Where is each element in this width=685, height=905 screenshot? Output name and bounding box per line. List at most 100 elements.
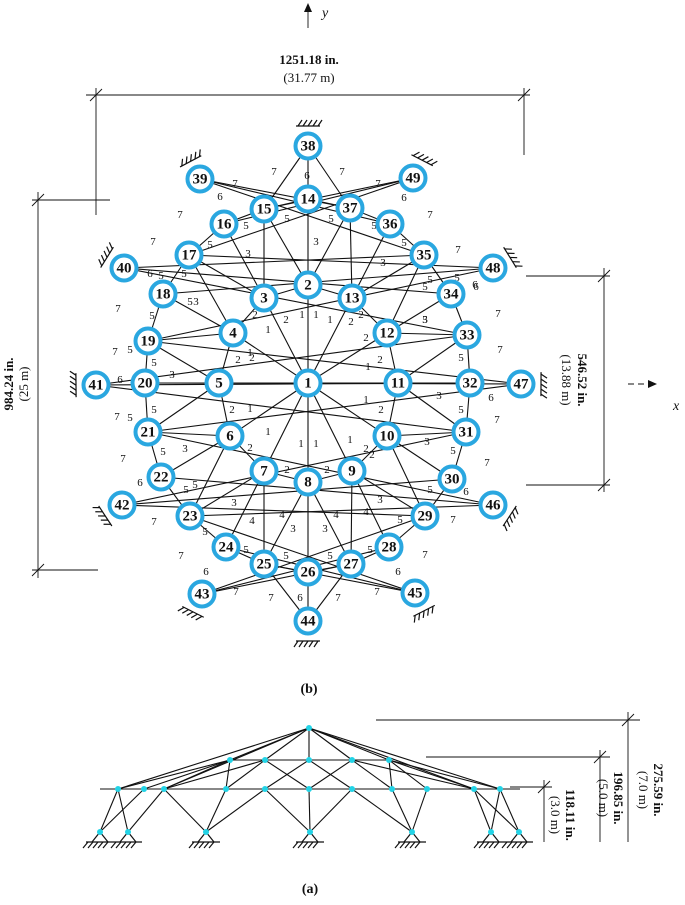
node-label: 8 (304, 475, 312, 491)
elevation-member (388, 759, 501, 790)
node-ring (218, 318, 248, 348)
node-ring (174, 240, 204, 270)
member-group-label: 7 (339, 166, 345, 178)
member-group-label: 1 (298, 438, 304, 450)
node-ring (375, 209, 405, 239)
member-group-label: 3 (377, 494, 383, 506)
member-group-label: 5 (458, 352, 464, 364)
node-label: 44 (301, 614, 317, 630)
plan-member (263, 177, 414, 210)
node-ring (133, 417, 163, 447)
member-group-label: 2 (283, 314, 289, 326)
node-ring (249, 549, 279, 579)
plan-member (189, 504, 494, 517)
member-group-label: 5 (458, 404, 464, 416)
plan-node: 29 (410, 501, 440, 531)
plan-node: 41 (81, 370, 111, 400)
support-symbol (92, 505, 113, 527)
member-group-label: 2 (324, 464, 330, 476)
node-ring (398, 163, 428, 193)
node-label: 49 (406, 171, 421, 187)
elevation-member (143, 759, 231, 790)
plan-member (263, 481, 309, 565)
member-group-label: 6 (217, 191, 223, 203)
left-dimension-tick-top (31, 193, 45, 207)
elevation-member (163, 788, 207, 833)
elevation-view (82, 725, 533, 849)
member-group-label: 5 (283, 550, 289, 562)
left-dimension-sub: (25 m) (16, 366, 31, 401)
plan-member (121, 504, 426, 517)
node-label: 10 (380, 429, 395, 445)
top-dimension-tick-right (517, 88, 531, 102)
plan-member (188, 254, 234, 334)
node-ring (410, 501, 440, 531)
plan-member (199, 178, 425, 256)
support-symbol (293, 640, 320, 648)
plan-node: 49 (398, 163, 428, 193)
member-group-label: 6 (117, 374, 123, 386)
elevation-member (388, 759, 475, 790)
plan-node: 15 (249, 194, 279, 224)
member-group-label: 2 (377, 354, 383, 366)
member-group-label: 1 (327, 314, 333, 326)
elevation-member (388, 759, 393, 790)
elevation-member (308, 788, 311, 833)
plan-node: 13 (337, 283, 367, 313)
member-group-label: 6 (488, 392, 494, 404)
plan-member (121, 478, 453, 506)
plan-node: 11 (383, 368, 413, 398)
elevation-support (110, 831, 142, 849)
member-group-label: 2 (284, 464, 290, 476)
member-group-label: 6 (147, 268, 153, 280)
plan-caption: (b) (300, 682, 317, 697)
elevation-node (349, 757, 355, 763)
member-group-label: 3 (245, 248, 251, 260)
node-label: 43 (195, 587, 210, 603)
member-group-label: 3 (169, 369, 175, 381)
node-ring (148, 279, 178, 309)
support-symbol (296, 119, 323, 127)
plan-node: 48 (478, 253, 508, 283)
plan-node: 18 (148, 279, 178, 309)
member-group-label: 3 (436, 390, 442, 402)
elevation-member (308, 727, 353, 761)
node-ring (133, 326, 163, 356)
member-group-label: 5 (181, 268, 187, 280)
plan-node: 1 (293, 368, 323, 398)
member-group-label: 5 (427, 274, 433, 286)
node-label: 12 (380, 326, 395, 342)
elevation-node (424, 786, 430, 792)
elevation-node (497, 786, 503, 792)
plan-member (307, 382, 388, 437)
member-group-label: 5 (243, 544, 249, 556)
node-ring (506, 369, 536, 399)
elevation-node (223, 786, 229, 792)
support-symbol (411, 151, 438, 167)
elevation-caption: (a) (302, 882, 319, 897)
elevation-member (229, 727, 310, 761)
plan-node: 42 (107, 490, 137, 520)
plan-member (188, 254, 494, 269)
node-label: 29 (418, 509, 433, 525)
member-group-label: 1 (313, 309, 319, 321)
member-group-label: 5 (183, 484, 189, 496)
member-group-label: 5 (328, 213, 334, 225)
member-group-label: 7 (178, 550, 184, 562)
member-group-label: 7 (268, 592, 274, 604)
plan-node: 32 (455, 368, 485, 398)
member-group-label: 6 (473, 281, 479, 293)
plan-node: 34 (436, 279, 466, 309)
member-group-label: 6 (472, 279, 478, 291)
plan-node: 5 (204, 368, 234, 398)
member-group-label: 3 (380, 257, 386, 269)
member-group-label: 5 (397, 514, 403, 526)
elevation-member (308, 759, 353, 790)
node-ring (175, 501, 205, 531)
node-ring (109, 253, 139, 283)
plan-node: 23 (175, 501, 205, 531)
member-group-label: 6 (203, 566, 209, 578)
node-ring (211, 532, 241, 562)
node-ring (293, 184, 323, 214)
